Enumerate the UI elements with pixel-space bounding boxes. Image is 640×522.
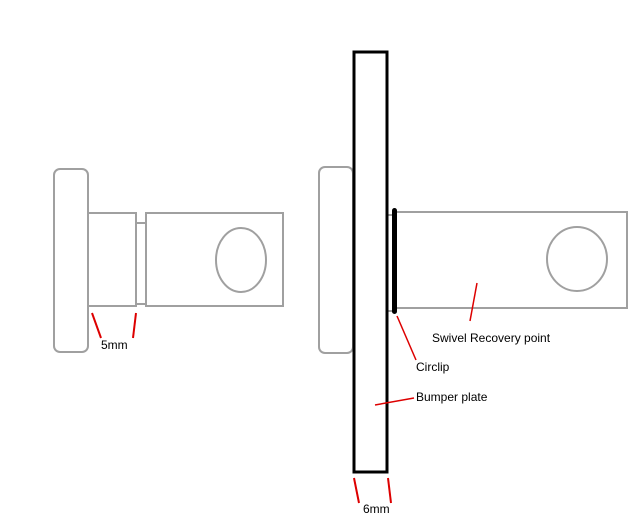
left-gap-marker-2 xyxy=(132,312,137,339)
circlip-pointer xyxy=(396,315,417,361)
bumper-pointer xyxy=(374,397,415,406)
circlip-label: Circlip xyxy=(416,360,450,374)
bumper-label: Bumper plate xyxy=(416,390,488,404)
left-assembly: 5mm xyxy=(53,168,284,353)
circlip xyxy=(392,208,397,314)
bumper-plate xyxy=(352,50,389,474)
left-knob xyxy=(53,168,89,353)
left-eye-hole xyxy=(215,227,267,293)
right-gap-marker-2 xyxy=(387,477,392,504)
annotations: Swivel Recovery point Circlip Bumper pla… xyxy=(353,282,551,516)
right-gap-marker-1 xyxy=(353,477,360,504)
right-knob xyxy=(318,166,354,354)
right-assembly xyxy=(318,50,628,474)
left-groove xyxy=(135,222,147,305)
left-gap-label: 5mm xyxy=(101,338,128,352)
swivel-pointer xyxy=(469,282,478,322)
right-eye-hole xyxy=(546,226,608,292)
left-collar xyxy=(87,212,137,307)
left-gap-marker-1 xyxy=(91,312,102,339)
right-gap-label: 6mm xyxy=(363,502,390,516)
swivel-label: Swivel Recovery point xyxy=(432,331,551,345)
